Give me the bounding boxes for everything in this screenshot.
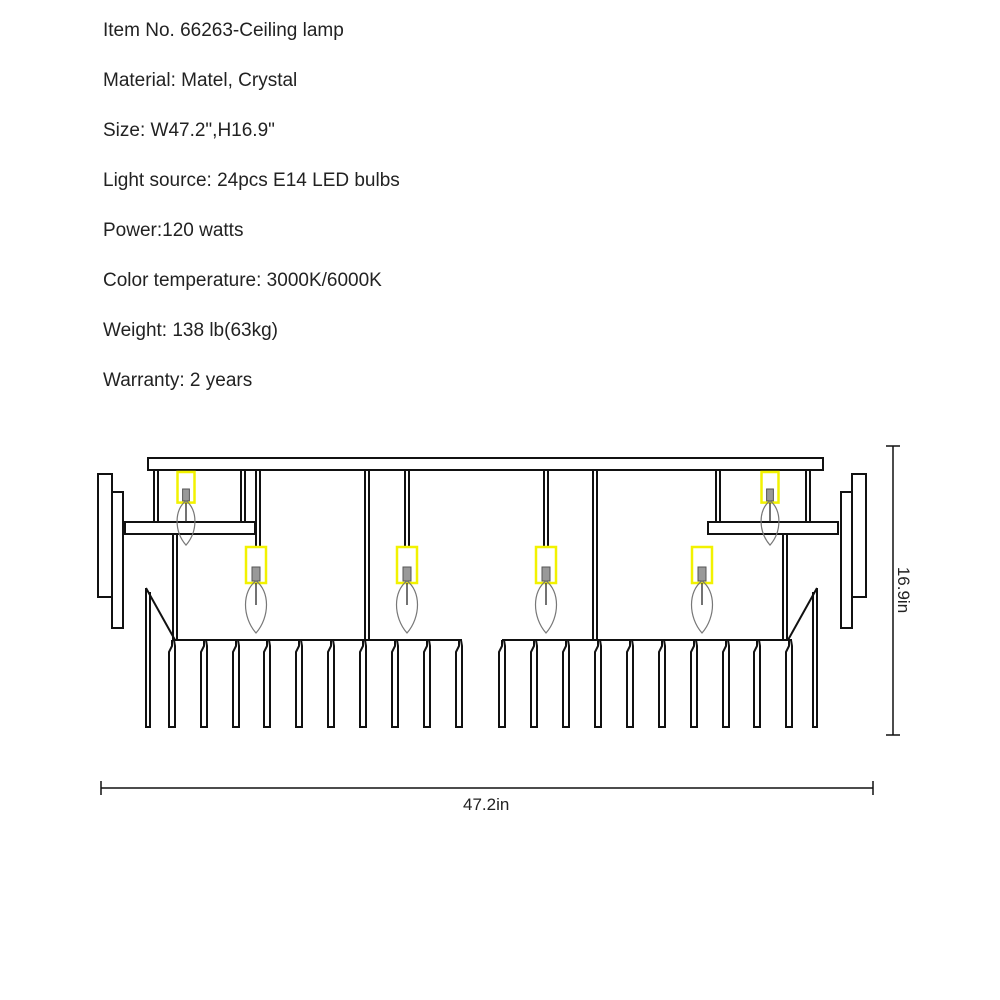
crystal-pendant xyxy=(168,639,176,728)
spec-weight: Weight: 138 lb(63kg) xyxy=(103,320,278,341)
spec-item-number: Item No. 66263-Ceiling lamp xyxy=(103,20,344,41)
crystal-pendant xyxy=(263,639,271,728)
bulb-glass xyxy=(176,500,196,547)
crystal-pendant xyxy=(423,639,431,728)
crystal-pendant xyxy=(200,639,208,728)
right-arm xyxy=(707,521,839,535)
crystal-pendant xyxy=(295,639,303,728)
spec-color-temperature: Color temperature: 3000K/6000K xyxy=(103,270,382,291)
height-dimension-line xyxy=(886,445,900,736)
bulb-base xyxy=(402,566,412,582)
rod xyxy=(404,469,410,548)
spec-material: Material: Matel, Crystal xyxy=(103,70,298,91)
side-plate xyxy=(111,491,124,629)
left-arm xyxy=(124,521,256,535)
side-plate xyxy=(840,491,853,629)
crystal-pendant xyxy=(455,639,463,728)
bulb-base xyxy=(182,488,190,502)
bulb-glass xyxy=(245,580,267,634)
width-dimension-line xyxy=(100,781,874,795)
end-crystal-left xyxy=(145,587,176,728)
width-label: 47.2in xyxy=(463,795,510,814)
crystal-pendant xyxy=(626,639,634,728)
rod xyxy=(805,469,811,523)
bulb-glass xyxy=(535,580,557,634)
bulb-base xyxy=(541,566,551,582)
crystal-pendant xyxy=(359,639,367,728)
spec-power: Power:120 watts xyxy=(103,220,244,241)
crystal-pendant xyxy=(594,639,602,728)
bulb-glass xyxy=(691,580,713,634)
rod xyxy=(782,533,788,641)
rod xyxy=(240,469,246,523)
crystal-pendant xyxy=(562,639,570,728)
crystal-pendant xyxy=(785,639,793,728)
crystal-pendant xyxy=(658,639,666,728)
bulb-base xyxy=(766,488,774,502)
bulb-glass xyxy=(396,580,418,634)
side-plate xyxy=(851,473,867,598)
rod xyxy=(715,469,721,523)
rod xyxy=(364,469,370,641)
crystal-pendant xyxy=(690,639,698,728)
crystal-pendant xyxy=(530,639,538,728)
crystal-pendant xyxy=(722,639,730,728)
spec-light-source: Light source: 24pcs E14 LED bulbs xyxy=(103,170,400,191)
crystal-pendant xyxy=(232,639,240,728)
spec-size: Size: W47.2",H16.9" xyxy=(103,120,275,141)
rod xyxy=(592,469,598,641)
crystal-pendant xyxy=(753,639,761,728)
crystal-pendant xyxy=(498,639,506,728)
canopy-bar xyxy=(147,457,824,471)
side-plate xyxy=(97,473,113,598)
rod xyxy=(255,469,261,548)
bulb-glass xyxy=(760,500,780,547)
crystal-pendant xyxy=(327,639,335,728)
bulb-base xyxy=(697,566,707,582)
rod xyxy=(543,469,549,548)
spec-warranty: Warranty: 2 years xyxy=(103,370,253,391)
crystal-pendant xyxy=(391,639,399,728)
bulb-base xyxy=(251,566,261,582)
end-crystal-right xyxy=(787,587,818,728)
rod xyxy=(172,533,178,641)
height-label: 16.9in xyxy=(894,566,914,614)
rod xyxy=(153,469,159,523)
